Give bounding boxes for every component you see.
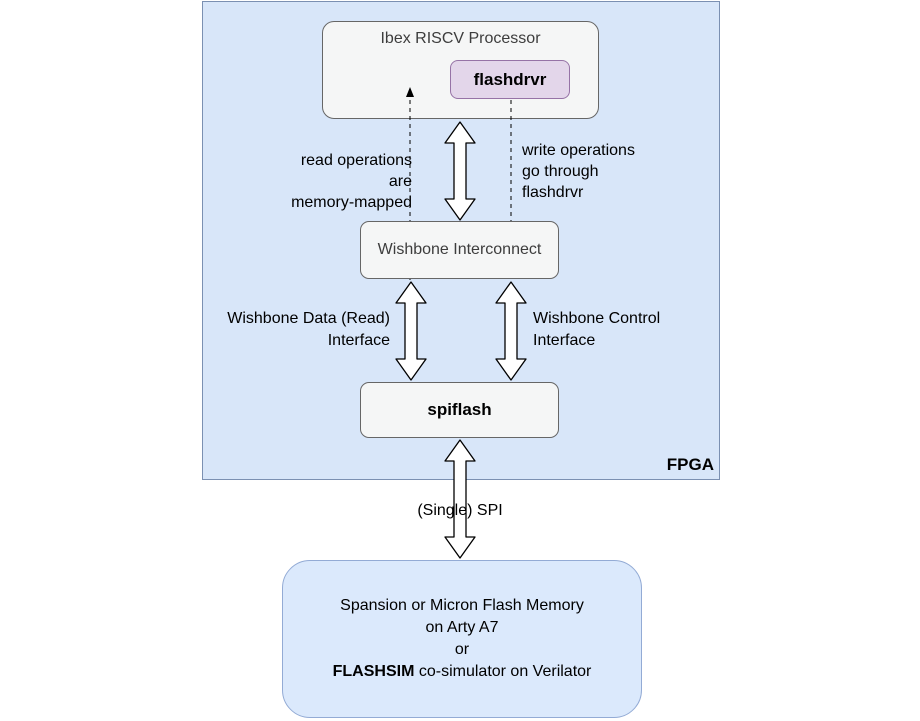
wishbone-control-line2: Interface [533, 332, 596, 349]
wishbone-control-label: Wishbone Control Interface [533, 308, 703, 352]
flash-memory-line4: FLASHSIM co-simulator on Verilator [333, 661, 592, 683]
spiflash-node: spiflash [360, 382, 559, 438]
flash-memory-line2: on Arty A7 [425, 619, 499, 636]
interconnect-label: Wishbone Interconnect [377, 241, 542, 258]
write-ops-line1: write operations [522, 142, 635, 159]
spiflash-label: spiflash [427, 400, 492, 419]
double-arrow-shape [395, 281, 427, 381]
fpga-label: FPGA [666, 455, 714, 474]
spi-label: (Single) SPI [417, 502, 503, 519]
read-ops-line2: are [388, 173, 412, 190]
spi-arrow-icon [444, 439, 476, 559]
wishbone-control-arrow-icon [495, 281, 527, 381]
wishbone-data-line1: Wishbone Data (Read) [227, 310, 390, 327]
flashdrvr-label: flashdrvr [473, 69, 547, 89]
interconnect-node: Wishbone Interconnect [360, 221, 559, 279]
flash-memory-line1: Spansion or Micron Flash Memory [340, 597, 584, 614]
processor-interconnect-arrow-icon [444, 121, 476, 221]
wishbone-data-label: Wishbone Data (Read) Interface [200, 308, 390, 352]
write-ops-line2: go through [522, 163, 599, 180]
flash-memory-line3: or [454, 641, 470, 658]
flashsim-rest: co-simulator on Verilator [414, 663, 592, 680]
wishbone-data-line2: Interface [327, 332, 390, 349]
double-arrow-shape [444, 439, 476, 559]
read-ops-dashed-arrow [406, 87, 414, 280]
read-ops-line3: memory-mapped [291, 194, 412, 211]
wishbone-control-line1: Wishbone Control [533, 310, 661, 327]
flashsim-name: FLASHSIM [332, 663, 415, 680]
double-arrow-shape [444, 121, 476, 221]
wishbone-data-arrow-icon [395, 281, 427, 381]
read-ops-line1: read operations [300, 152, 412, 169]
read-ops-arrowhead-icon [406, 87, 414, 97]
write-ops-line3: flashdrvr [522, 184, 584, 201]
processor-title: Ibex RISCV Processor [380, 30, 541, 47]
read-ops-label: read operations are memory-mapped [230, 150, 412, 213]
flash-memory-node: Spansion or Micron Flash Memory on Arty … [282, 560, 642, 718]
write-ops-label: write operations go through flashdrvr [522, 140, 692, 203]
double-arrow-shape [495, 281, 527, 381]
flashdrvr-node: flashdrvr [450, 60, 570, 99]
